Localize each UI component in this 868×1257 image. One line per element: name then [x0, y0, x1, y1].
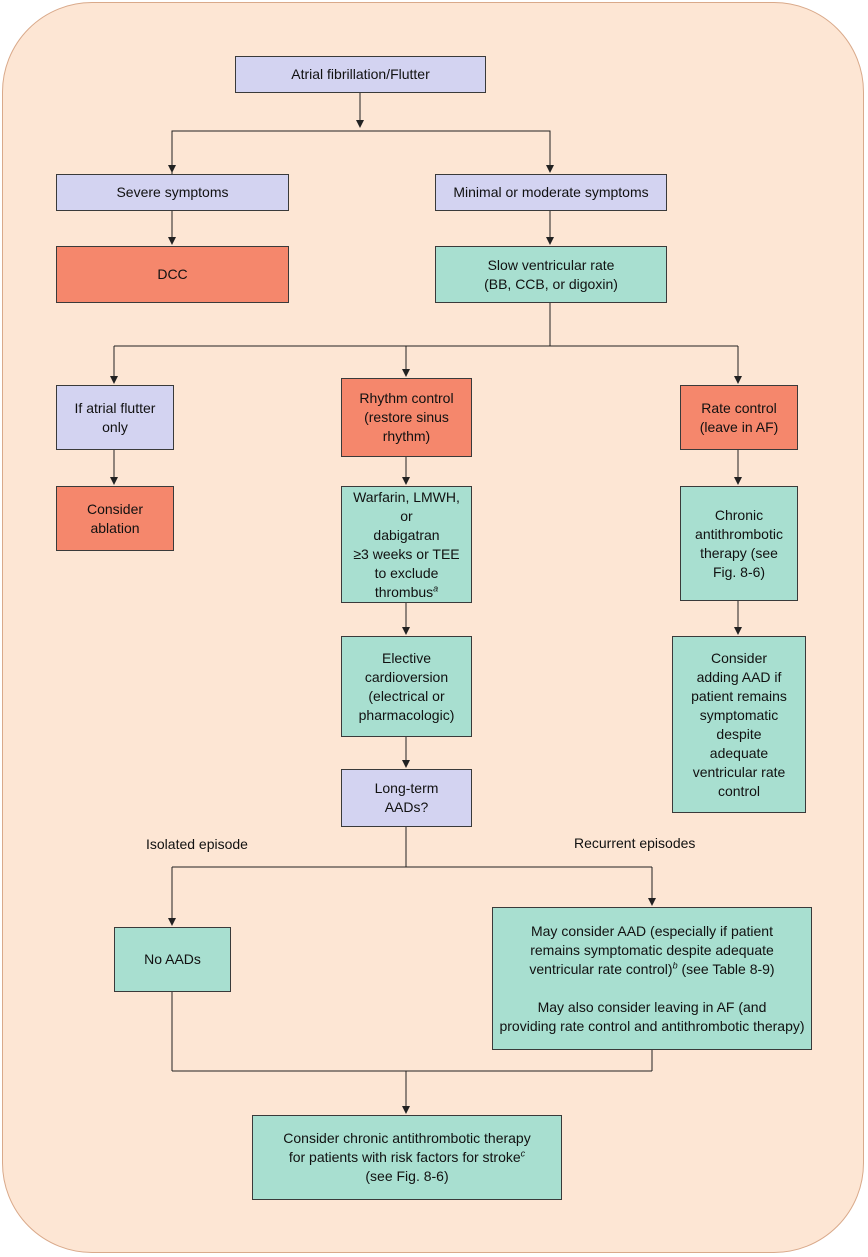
footnote-c: c [520, 1148, 526, 1159]
node-anticoagulation: Warfarin, LMWH, or dabigatran ≥3 weeks o… [341, 486, 472, 603]
node-severe-symptoms: Severe symptoms [56, 174, 289, 211]
node-elective-cardioversion: Elective cardioversion (electrical or ph… [341, 636, 472, 737]
arrow-split-branches [171, 130, 554, 175]
node-may-consider-aad: May consider AAD (especially if patient … [492, 907, 812, 1050]
node-consider-aad-label: Consider adding AAD if patient remains s… [691, 649, 787, 799]
node-may-aad-text-3: May also consider leaving in AF (and pro… [499, 998, 805, 1034]
node-elective-label: Elective cardioversion (electrical or ph… [358, 649, 455, 723]
node-dcc-label: DCC [157, 266, 188, 282]
node-final-text-2: (see Fig. 8-6) [365, 1168, 449, 1184]
node-may-aad-text-2: (see Table 8-9) [677, 960, 775, 977]
node-rhythm-control-label: Rhythm control (restore sinus rhythm) [359, 390, 454, 444]
node-consider-adding-aad: Consider adding AAD if patient remains s… [672, 636, 806, 813]
node-no-aads-label: No AADs [144, 951, 201, 967]
node-ablation-label: Consider ablation [86, 500, 144, 536]
node-flutter-only-label: If atrial flutter only [74, 399, 156, 435]
node-af-flutter: Atrial fibrillation/Flutter [235, 56, 486, 93]
label-isolated-episode: Isolated episode [146, 836, 248, 852]
node-rate-control: Rate control (leave in AF) [680, 385, 798, 450]
node-may-aad-text-1: May consider AAD (especially if patient … [529, 922, 774, 977]
footnote-a: a [433, 582, 439, 593]
node-slow-rate-label: Slow ventricular rate (BB, CCB, or digox… [484, 256, 618, 292]
node-rate-control-label: Rate control (leave in AF) [699, 399, 779, 435]
node-chronic-anti-label: Chronic antithrombotic therapy (see Fig.… [695, 506, 783, 580]
node-final-text-1: Consider chronic antithrombotic therapy … [283, 1130, 531, 1165]
node-consider-chronic-antithrombotic: Consider chronic antithrombotic therapy … [252, 1115, 562, 1200]
node-consider-ablation: Consider ablation [56, 486, 174, 551]
node-long-term-aads: Long-term AADs? [341, 769, 472, 827]
footnote-b: b [672, 959, 678, 970]
node-slow-ventricular-rate: Slow ventricular rate (BB, CCB, or digox… [435, 246, 667, 303]
node-af-flutter-label: Atrial fibrillation/Flutter [291, 66, 430, 82]
node-flutter-only: If atrial flutter only [56, 385, 174, 450]
node-chronic-antithrombotic: Chronic antithrombotic therapy (see Fig.… [680, 486, 798, 601]
node-anticoag-label: Warfarin, LMWH, or dabigatran ≥3 weeks o… [353, 488, 460, 600]
label-recurrent-episodes: Recurrent episodes [574, 835, 696, 851]
node-minimal-label: Minimal or moderate symptoms [453, 184, 649, 200]
node-severe-label: Severe symptoms [116, 184, 229, 200]
node-longterm-label: Long-term AADs? [374, 780, 439, 815]
node-rhythm-control: Rhythm control (restore sinus rhythm) [341, 378, 472, 457]
node-dcc: DCC [56, 246, 289, 303]
node-no-aads: No AADs [114, 927, 231, 992]
node-minimal-symptoms: Minimal or moderate symptoms [435, 174, 667, 211]
